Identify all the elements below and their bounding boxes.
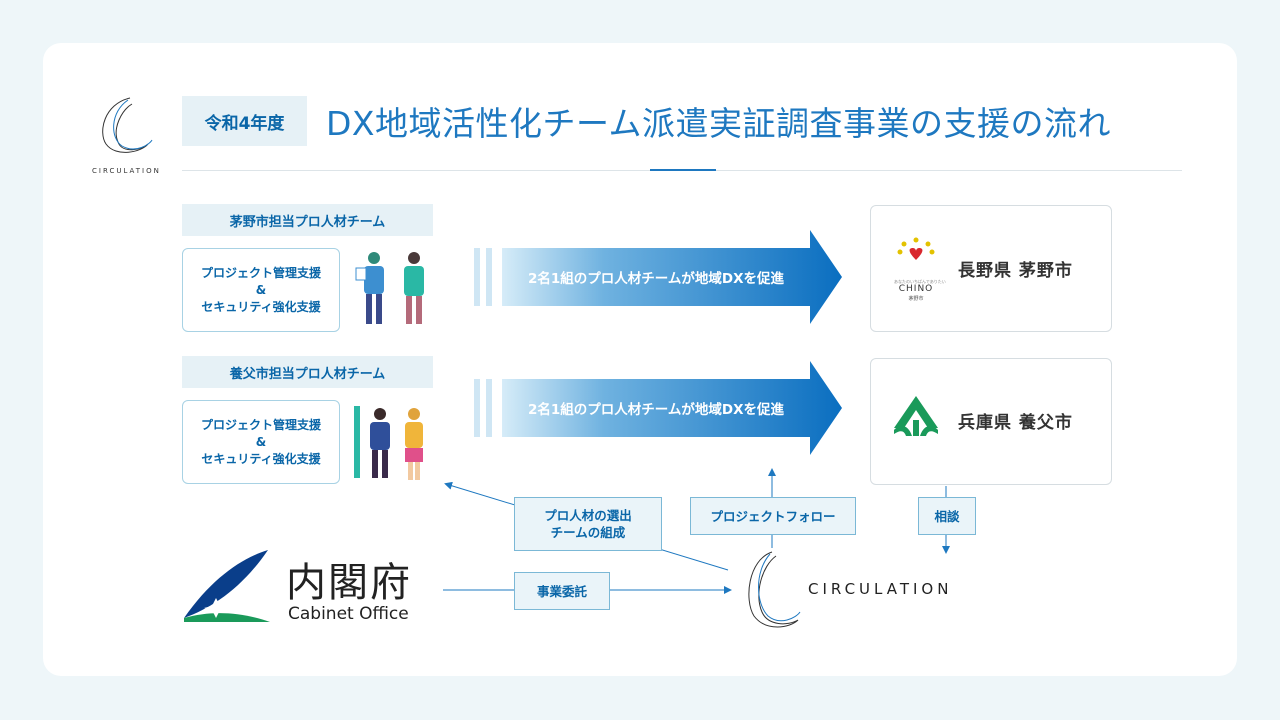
city-name-yabu: 兵庫県 養父市 bbox=[958, 413, 1073, 433]
circulation-logo-icon bbox=[102, 97, 153, 153]
support-line2: セキュリティ強化支援 bbox=[201, 299, 321, 314]
cabinet-office-logo-icon bbox=[184, 550, 270, 622]
circulation-name: CIRCULATION bbox=[808, 580, 953, 598]
chino-logo-sub: 茅野市 bbox=[908, 296, 924, 302]
label-commission: 事業委託 bbox=[514, 572, 610, 610]
label-selection-line1: プロ人材の選出 bbox=[544, 508, 632, 523]
year-tag: 令和4年度 bbox=[182, 96, 307, 146]
city-box-chino bbox=[870, 205, 1112, 332]
arrow-text-yabu: 2名1組のプロ人材チームが地域DXを促進 bbox=[528, 402, 784, 418]
chino-city-logo-icon bbox=[897, 237, 935, 260]
support-line1: プロジェクト管理支援 bbox=[200, 417, 321, 432]
page-title: DX地域活性化チーム派遣実証調査事業の支援の流れ bbox=[326, 104, 1112, 143]
circulation-bottom-logo-icon bbox=[748, 551, 801, 628]
label-selection: プロ人材の選出 チームの組成 bbox=[514, 497, 662, 551]
label-project-follow: プロジェクトフォロー bbox=[690, 497, 856, 535]
city-name-chino: 長野県 茅野市 bbox=[958, 261, 1073, 281]
circulation-logo-text: CIRCULATION bbox=[92, 167, 161, 175]
cabinet-name-jp: 内閣府 bbox=[286, 560, 412, 606]
chino-logo-tagline: あなたのいちばんでありたい bbox=[894, 279, 946, 284]
cabinet-name-en: Cabinet Office bbox=[288, 604, 409, 624]
people-illustration-icon bbox=[354, 406, 423, 480]
support-amp: & bbox=[255, 282, 267, 297]
arrow-chino bbox=[474, 230, 842, 324]
header-divider-accent bbox=[650, 169, 716, 171]
support-box-yabu: プロジェクト管理支援 & セキュリティ強化支援 bbox=[182, 400, 340, 484]
support-box-chino: プロジェクト管理支援 & セキュリティ強化支援 bbox=[182, 248, 340, 332]
yabu-city-logo-icon bbox=[894, 396, 938, 436]
team-head-chino: 茅野市担当プロ人材チーム bbox=[182, 204, 433, 236]
team-head-yabu: 養父市担当プロ人材チーム bbox=[182, 356, 433, 388]
chino-logo-text: CHINO bbox=[898, 284, 934, 294]
city-box-yabu bbox=[870, 358, 1112, 485]
support-line2: セキュリティ強化支援 bbox=[201, 451, 321, 466]
arrow-yabu bbox=[474, 361, 842, 455]
support-line1: プロジェクト管理支援 bbox=[200, 265, 321, 280]
arrow-text-chino: 2名1組のプロ人材チームが地域DXを促進 bbox=[528, 271, 784, 287]
label-consult: 相談 bbox=[918, 497, 976, 535]
support-amp: & bbox=[255, 434, 267, 449]
people-illustration-icon bbox=[355, 252, 424, 324]
label-selection-line2: チームの組成 bbox=[550, 525, 626, 540]
